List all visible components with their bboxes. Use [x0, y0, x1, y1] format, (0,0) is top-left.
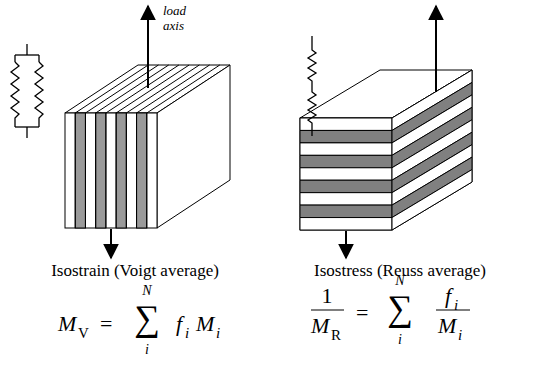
- formula-symbol: f: [176, 313, 182, 335]
- stripe-edge: [136, 113, 137, 228]
- layer: [300, 168, 392, 180]
- stripe-edge: [147, 65, 220, 113]
- layer: [300, 180, 392, 192]
- formula-subscript: R: [331, 328, 341, 343]
- stripe: [116, 113, 126, 228]
- formula-limit: N: [142, 284, 151, 298]
- stripe-edge: [95, 113, 96, 228]
- formula-symbol: M: [196, 313, 214, 335]
- formula-operator: =: [100, 313, 112, 335]
- caption: Isostrain (Voigt average): [51, 262, 219, 279]
- axis-label: load axis: [163, 4, 203, 34]
- isostrain-block: [65, 65, 230, 228]
- formula-operator: =: [356, 302, 368, 324]
- stripe: [75, 113, 85, 228]
- layer: [300, 193, 392, 205]
- stripe: [96, 113, 106, 228]
- load-arrow: [147, 6, 149, 88]
- fraction-bar: [311, 309, 344, 310]
- stripe-edge: [116, 113, 117, 228]
- formula-limit: i: [145, 343, 149, 357]
- layer: [392, 170, 472, 230]
- formula-subscript: i: [185, 326, 189, 341]
- load-arrow: [110, 229, 112, 258]
- isostress-block: [300, 70, 472, 230]
- load-arrow: [345, 231, 347, 258]
- fraction-bar: [436, 309, 470, 310]
- formula-subscript: i: [454, 298, 458, 313]
- stripe: [137, 113, 147, 228]
- stripe-edge: [105, 113, 106, 228]
- stripe-edge: [85, 113, 86, 228]
- layer: [300, 218, 392, 230]
- formula-symbol: M: [58, 313, 76, 335]
- formula-subscript: i: [458, 328, 462, 343]
- formula-symbol: M: [438, 315, 456, 337]
- stripe-edge: [126, 113, 127, 228]
- load-arrow: [435, 6, 437, 92]
- stripe-edge: [146, 113, 147, 228]
- layer: [300, 205, 392, 217]
- formula-limit: i: [398, 333, 402, 347]
- layer: [300, 155, 392, 167]
- stripe-edge: [126, 65, 199, 113]
- series-springs: [308, 36, 316, 136]
- layer: [300, 143, 392, 155]
- parallel-springs: [11, 44, 43, 138]
- formula-subscript: V: [78, 326, 89, 341]
- stripe-edge: [75, 113, 76, 228]
- stripe-edge: [106, 65, 179, 113]
- formula-operator: ∑: [387, 290, 413, 326]
- layer: [300, 130, 392, 142]
- layer: [300, 118, 392, 130]
- formula-symbol: f: [445, 285, 451, 307]
- formula-operator: ∑: [134, 300, 160, 336]
- stripe-edge: [116, 65, 189, 113]
- formula-number: 1: [322, 285, 333, 307]
- formula-subscript: i: [216, 326, 220, 341]
- formula-symbol: M: [311, 315, 329, 337]
- formula-limit: N: [395, 274, 404, 288]
